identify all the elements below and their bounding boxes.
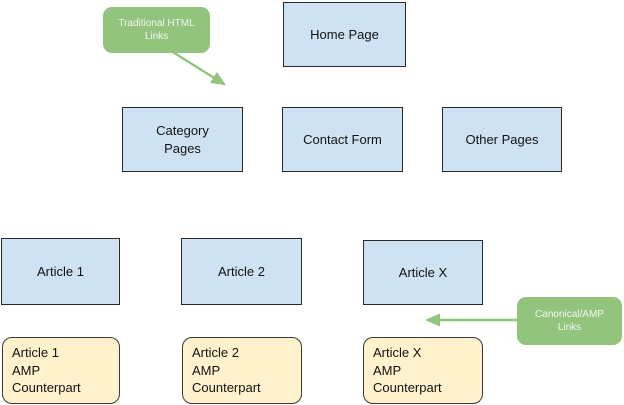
node-other-pages: Other Pages [442,107,562,172]
callout-traditional-html-links: Traditional HTML Links [103,7,210,53]
node-article-x-amp-counterpart: Article X AMP Counterpart [363,337,483,404]
callout-canonical-amp-links: Canonical/AMP Links [517,297,622,345]
node-article-x: Article X [363,240,483,305]
node-contact-form: Contact Form [282,107,403,172]
node-category-pages: Category Pages [122,107,243,172]
traditional-links-arrow [170,49,227,86]
node-article-2: Article 2 [181,238,302,305]
node-article-1-amp-counterpart: Article 1 AMP Counterpart [2,337,120,404]
node-home-page: Home Page [283,2,406,67]
node-article-1: Article 1 [1,238,120,305]
node-article-2-amp-counterpart: Article 2 AMP Counterpart [182,337,302,404]
